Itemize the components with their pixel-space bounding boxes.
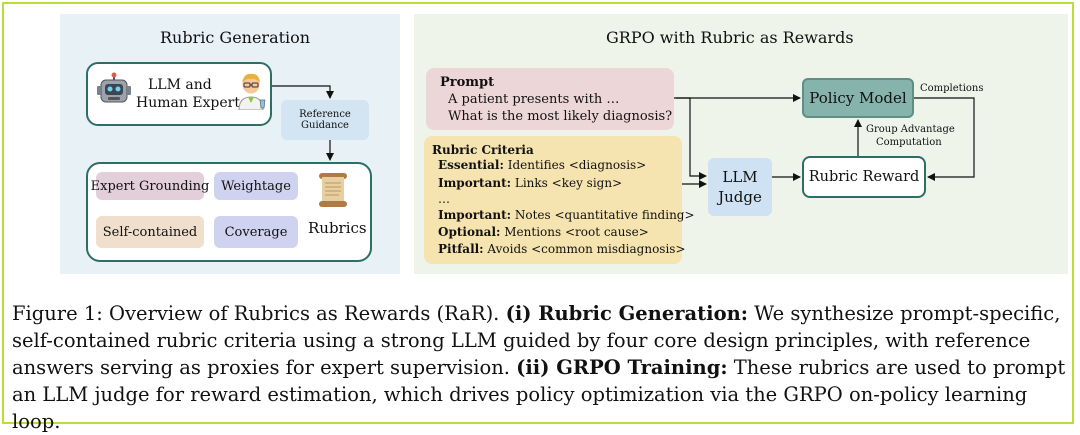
prompt-line2: What is the most likely diagnosis?: [448, 109, 673, 124]
robot-icon: [96, 72, 132, 108]
criteria-item: Essential: Identifies <diagnosis>: [438, 158, 647, 172]
principle-self-contained: Self-contained: [96, 216, 204, 248]
criteria-item: Important: Notes <quantitative finding>: [438, 208, 695, 222]
scientist-icon: [234, 70, 268, 111]
principle-weightage: Weightage: [214, 172, 298, 200]
guidance-line2-text: Guidance: [301, 120, 349, 131]
criteria-heading: Rubric Criteria: [432, 143, 534, 157]
grpo-title: GRPO with Rubric as Rewards: [606, 28, 854, 47]
completions-label: Completions: [920, 83, 984, 94]
advantage-label-line2: Computation: [876, 137, 942, 148]
caption-part2-text: These rubrics are used to prompt an LLM …: [12, 356, 1066, 433]
rubric-reward-box: Rubric Reward: [802, 156, 926, 198]
judge-line1: LLM: [722, 168, 758, 186]
figure-caption: Figure 1: Overview of Rubrics as Rewards…: [12, 300, 1068, 435]
caption-part1-text: We synthesize prompt-specific, self-cont…: [12, 302, 1061, 379]
rubrics-label: Rubrics: [308, 219, 367, 237]
principle-expert-grounding: Expert Grounding: [91, 172, 209, 200]
criteria-item: Pitfall: Avoids <common misdiagnosis>: [438, 242, 686, 256]
criteria-item: Important: Links <key sign>: [438, 176, 623, 190]
experts-label-line1: LLM and: [148, 77, 212, 93]
rubric-criteria-box: [424, 136, 682, 264]
criteria-item: …: [438, 192, 450, 206]
rubric-generation-title: Rubric Generation: [160, 28, 311, 47]
caption-label: Figure 1: Overview of Rubrics as Rewards…: [12, 302, 506, 325]
criteria-item: Optional: Mentions <root cause>: [438, 225, 649, 239]
experts-label-line2: Human Experts: [136, 95, 248, 111]
reference-guidance-box: Reference Guidance: [281, 100, 369, 140]
scroll-icon: [315, 170, 351, 210]
figure-frame: [2, 2, 1074, 424]
policy-model-box: Policy Model: [802, 78, 914, 118]
caption-part1-heading: (i) Rubric Generation:: [505, 302, 748, 325]
prompt-box: [426, 68, 674, 130]
caption-part2-heading: (ii) GRPO Training:: [516, 356, 728, 379]
llm-judge-box: LLM Judge: [708, 158, 772, 216]
judge-line2: Judge: [718, 188, 762, 206]
prompt-line1: A patient presents with …: [448, 92, 620, 107]
prompt-heading: Prompt: [440, 75, 495, 90]
principle-coverage: Coverage: [214, 216, 298, 248]
guidance-line1-text: Reference: [299, 109, 351, 120]
advantage-label-line1: Group Advantage: [866, 124, 955, 135]
